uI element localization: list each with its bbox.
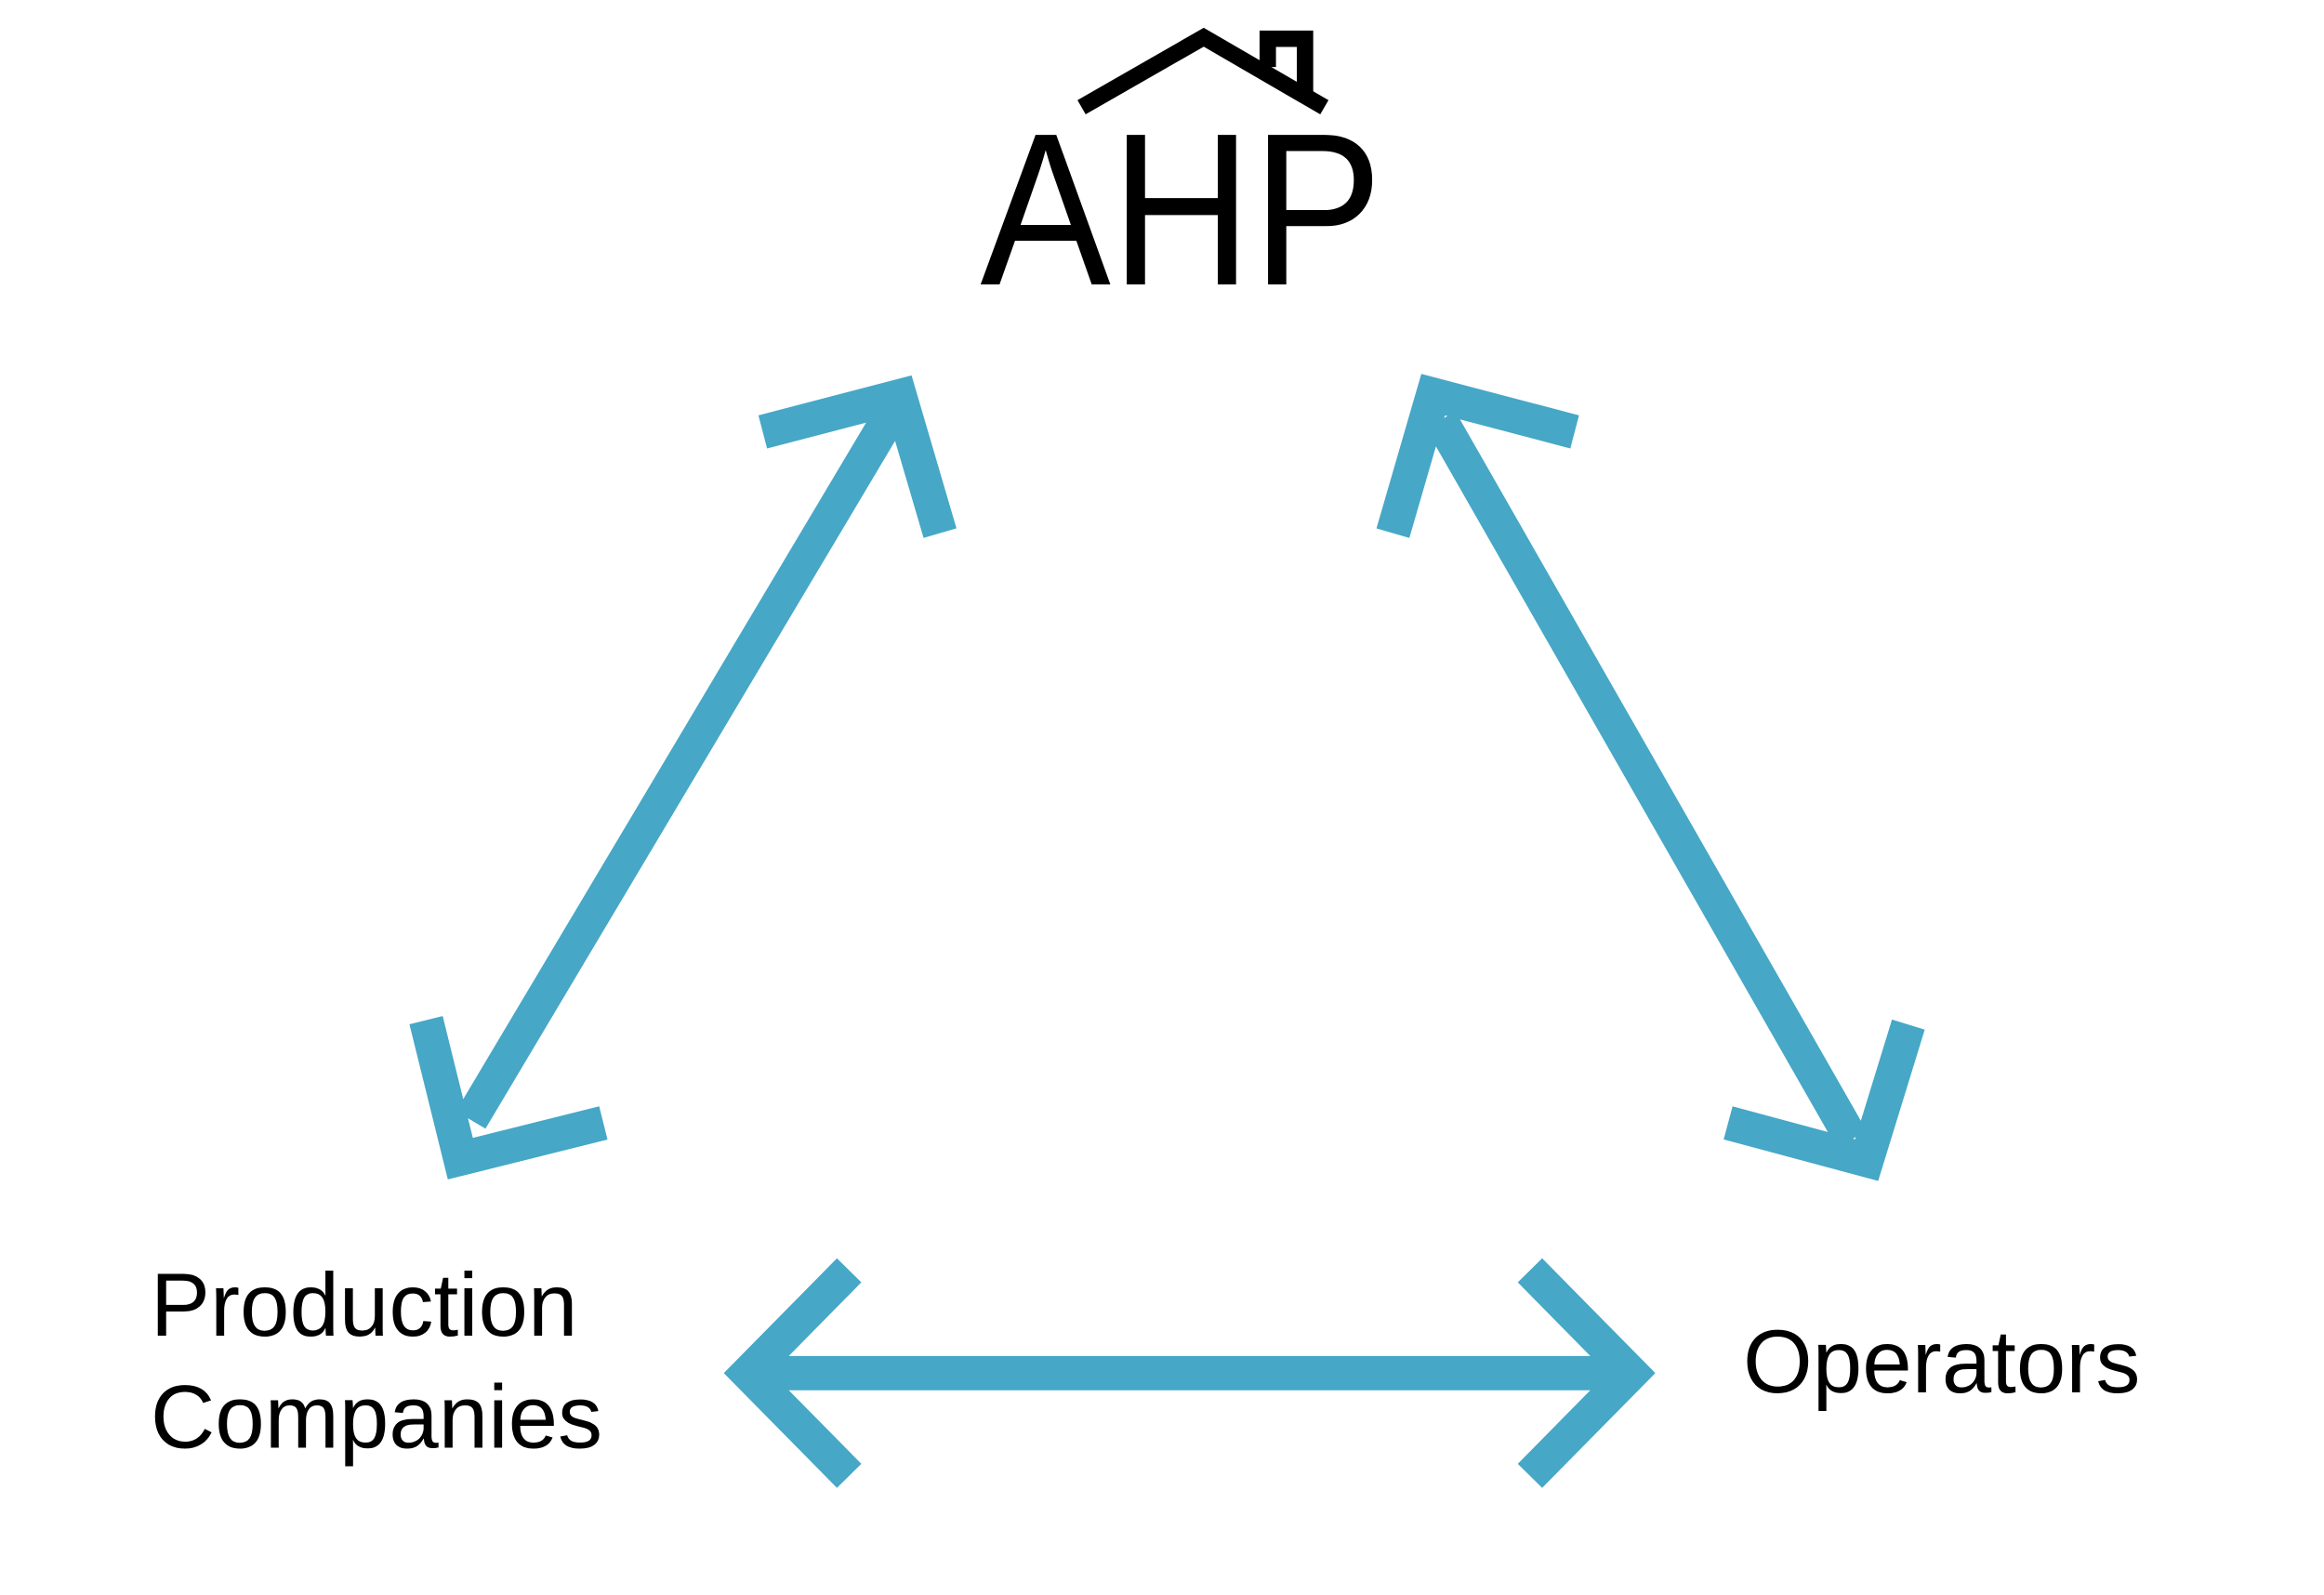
node-operators: Operators (1743, 1312, 2140, 1412)
logo-text: AHP (980, 87, 1382, 331)
arrow-left-diagonal-shaft (456, 401, 909, 1129)
arrow-right-diagonal-shaft (1425, 411, 1867, 1148)
arrow-horizontal-head-right (1517, 1258, 1656, 1488)
node-production-companies-line2: Companies (151, 1367, 602, 1467)
arrow-left-diagonal-head-top (758, 375, 957, 538)
arrow-right-diagonal-head-bottom (1723, 1019, 1925, 1181)
arrow-left-diagonal-head-bottom (409, 1016, 608, 1180)
arrows (409, 374, 1925, 1488)
house-roof-icon (1077, 27, 1329, 115)
arrow-right-diagonal-head-top (1376, 374, 1579, 538)
node-production-companies-line1: Production (151, 1256, 578, 1355)
ahp-logo: AHP (980, 27, 1382, 331)
arrow-horizontal-head-left (723, 1258, 862, 1488)
